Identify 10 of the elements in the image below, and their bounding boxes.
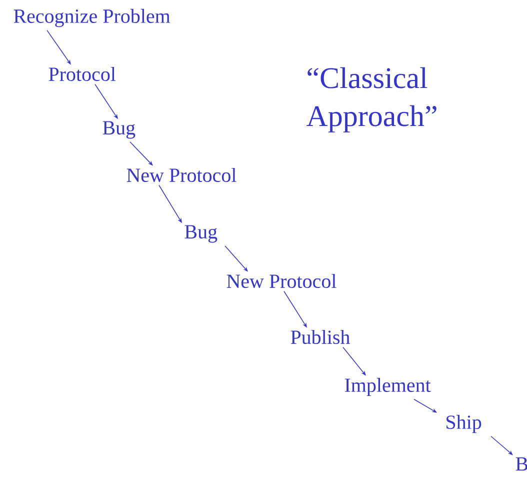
title: “Classical Approach” [306, 67, 436, 132]
step-label: New Protocol [226, 274, 336, 288]
step-label: Implement [344, 378, 431, 396]
step-label: Ship [446, 414, 482, 434]
step-label: New Protocol [126, 168, 236, 182]
step-label: Protocol [48, 66, 116, 82]
step-label: Recognize Problem [14, 8, 170, 28]
step-label: Bug [184, 225, 218, 243]
step-label: Bug [102, 121, 136, 139]
step-label: Publish [290, 330, 350, 344]
